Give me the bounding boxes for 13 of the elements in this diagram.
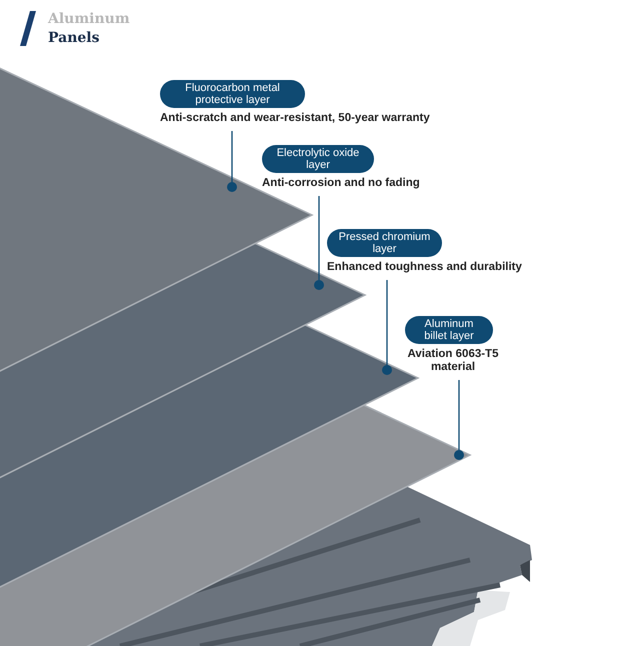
leader-line bbox=[382, 280, 392, 375]
leader-line bbox=[314, 196, 324, 290]
layer-description: Enhanced toughness and durability bbox=[327, 261, 522, 274]
layer-description: Anti-scratch and wear-resistant, 50-year warranty bbox=[160, 112, 430, 125]
layer-name-label: Aluminum billet layer bbox=[405, 316, 493, 344]
layer-name-label: Fluorocarbon metal protective layer bbox=[160, 80, 305, 108]
layer-name-label: Pressed chromium layer bbox=[327, 229, 442, 257]
layer-description: Anti-corrosion and no fading bbox=[262, 177, 420, 190]
layer-name-label: Electrolytic oxide layer bbox=[262, 145, 374, 173]
leader-line bbox=[454, 380, 464, 460]
title: Aluminum Panels bbox=[48, 10, 131, 48]
layer-description: Aviation 6063-T5 material bbox=[406, 348, 500, 374]
leader-line bbox=[227, 131, 237, 192]
